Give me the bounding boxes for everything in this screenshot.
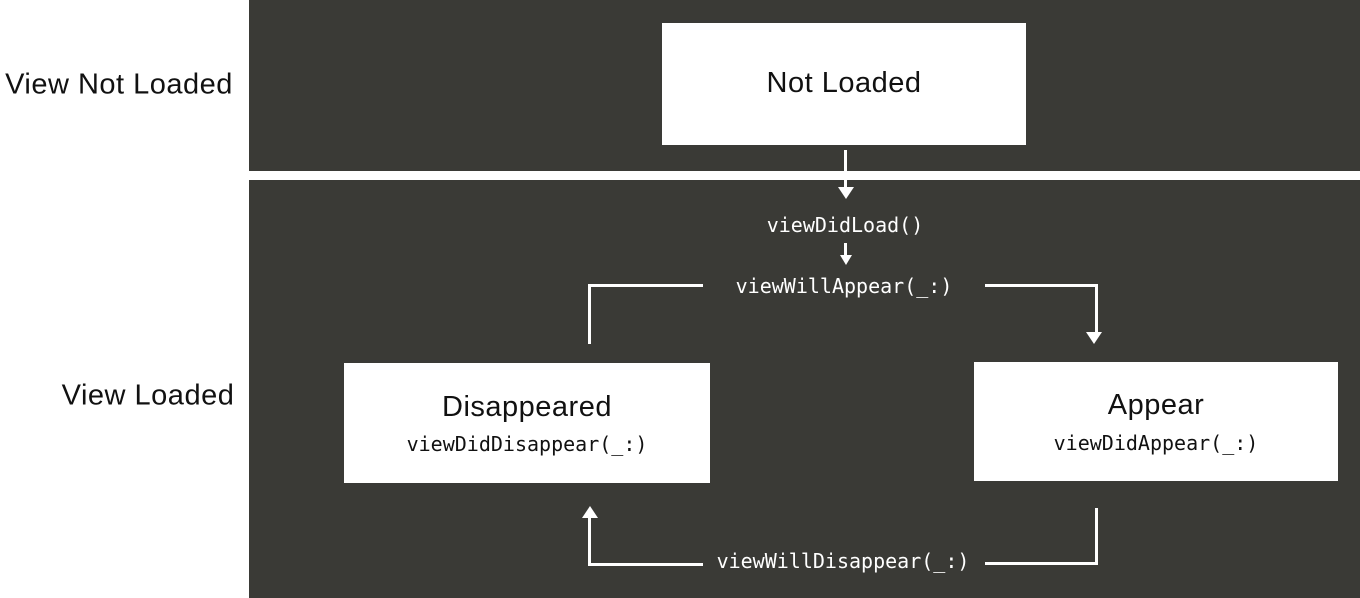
transition-label-view-did-load: viewDidLoad(): [766, 213, 924, 237]
section-divider: [249, 171, 1360, 180]
state-box-appear: Appear viewDidAppear(_:): [974, 362, 1338, 481]
section-label-view-not-loaded: View Not Loaded: [5, 68, 233, 101]
state-title: Appear: [1107, 389, 1205, 422]
arrowhead-down-icon: [840, 255, 852, 265]
arrowhead-down-icon: [1086, 332, 1102, 344]
connector-appear-to-will-disappear: [985, 508, 1098, 565]
section-label-view-loaded: View Loaded: [61, 379, 235, 412]
arrowhead-down-icon: [838, 187, 854, 199]
state-method: viewDidDisappear(_:): [406, 432, 648, 457]
connector-will-appear-to-appear: [985, 284, 1098, 335]
transition-label-view-will-disappear: viewWillDisappear(_:): [716, 549, 970, 573]
connector-will-disappear-to-disappeared: [588, 518, 703, 566]
arrowhead-up-icon: [582, 506, 598, 518]
state-box-not-loaded: Not Loaded: [662, 23, 1026, 145]
state-box-disappeared: Disappeared viewDidDisappear(_:): [344, 363, 710, 483]
arrow-line-load: [844, 150, 847, 187]
connector-disappeared-to-will-appear: [588, 284, 703, 344]
transition-label-view-will-appear: viewWillAppear(_:): [735, 274, 953, 298]
arrow-line-will-appear: [844, 243, 847, 255]
state-title: Disappeared: [442, 390, 612, 423]
state-title: Not Loaded: [766, 67, 922, 100]
state-method: viewDidAppear(_:): [1053, 430, 1259, 455]
